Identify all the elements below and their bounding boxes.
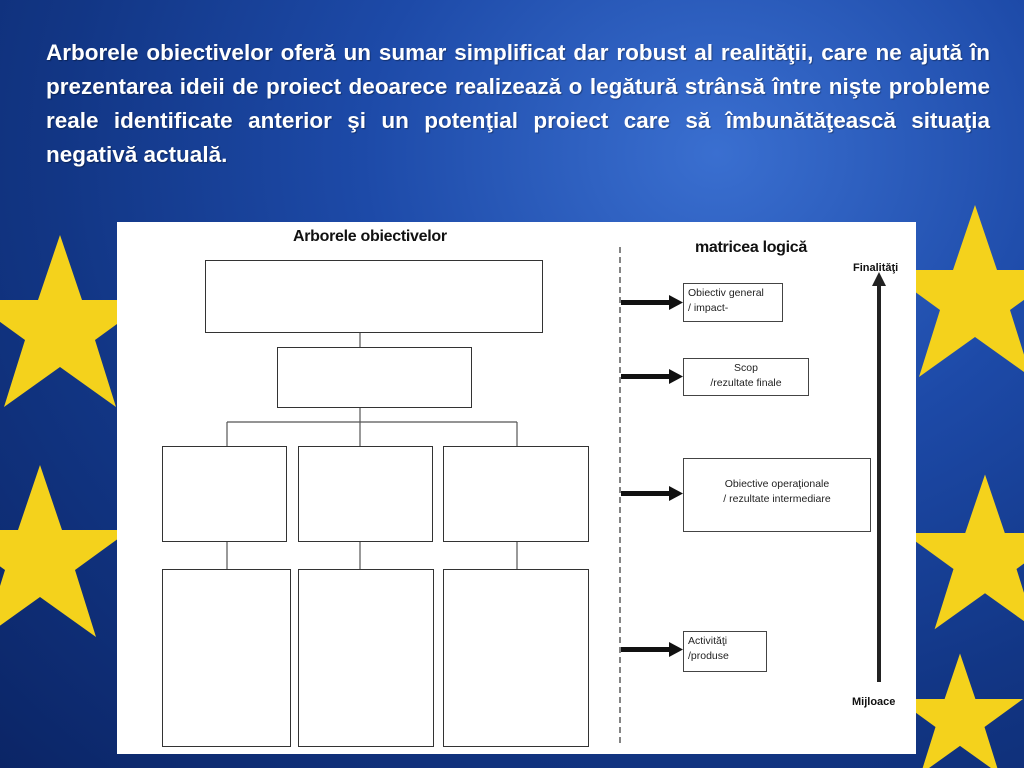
tree-box-level-4b: [298, 569, 434, 747]
diagram-connectors: [226, 247, 886, 747]
matrix-title: matricea logică: [695, 239, 808, 256]
tree-box-level-3c: [443, 446, 589, 542]
star-icon: [0, 235, 150, 407]
matrix-box-line: Activităţi: [688, 635, 728, 647]
star-icon: [0, 465, 130, 637]
tree-box-level-2: [277, 347, 472, 408]
matrix-box-line: Obiectiv general: [688, 287, 764, 299]
vertical-axis-arrow: [872, 272, 886, 682]
tree-box-level-3b: [298, 446, 433, 542]
tree-title: Arborele obiectivelor: [293, 228, 447, 245]
matrix-box-line: / impact-: [688, 302, 729, 314]
matrix-box-line: Scop: [734, 362, 758, 374]
tree-box-level-3a: [162, 446, 287, 542]
tree-box-level-1: [205, 260, 543, 333]
star-icon: [885, 205, 1024, 377]
star-icon: [903, 474, 1024, 630]
matrix-box-activities: Activităţi /produse: [683, 631, 767, 672]
axis-top-label: Finalităţi: [853, 262, 899, 274]
matrix-box-scope: Scop /rezultate finale: [683, 358, 809, 396]
arrow-icon: [621, 486, 683, 501]
matrix-box-operational-objectives: Obiective operaţionale / rezultate inter…: [683, 458, 871, 532]
arrow-icon: [621, 295, 683, 310]
matrix-box-general-objective: Obiectiv general / impact-: [683, 283, 783, 322]
star-icon: [897, 653, 1023, 768]
matrix-box-line: / rezultate intermediare: [723, 493, 831, 505]
objectives-tree-diagram: Arborele obiectivelor matricea logică Ob…: [117, 222, 916, 754]
tree-box-level-4a: [162, 569, 291, 747]
matrix-box-line: /produse: [688, 650, 729, 662]
tree-box-level-4c: [443, 569, 589, 747]
slide-paragraph: Arborele obiectivelor oferă un sumar sim…: [46, 40, 990, 167]
matrix-box-line: Obiective operaţionale: [724, 478, 830, 490]
axis-bottom-label: Mijloace: [852, 696, 896, 708]
matrix-box-line: /rezultate finale: [710, 377, 782, 389]
arrow-icon: [621, 642, 683, 657]
arrow-icon: [621, 369, 683, 384]
